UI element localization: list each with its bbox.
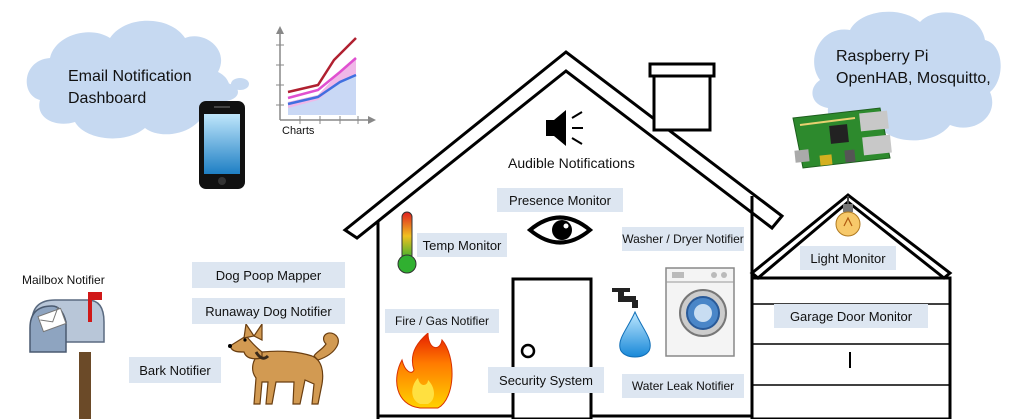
email-notification-text: Email Notification [68,68,192,85]
raspberry-pi-text: Raspberry Pi [836,48,929,65]
line-chart-icon [276,26,376,124]
left-cloud [26,20,249,139]
washer-dryer-notifier-label: Washer / Dryer Notifier [622,227,744,251]
charts-caption: Charts [282,125,315,137]
bark-notifier-label: Bark Notifier [129,357,221,383]
thermometer-icon [397,211,417,274]
water-leak-notifier-label: Water Leak Notifier [622,374,744,398]
audible-notifications-text: Audible Notifications [508,155,635,171]
front-door [511,277,593,419]
right-cloud-text: Raspberry Pi OpenHAB, Mosquitto, [836,46,991,90]
garage-door-monitor-label: Garage Door Monitor [774,304,928,328]
openhab-mosquitto-text: OpenHAB, Mosquitto, [836,70,991,87]
washing-machine-icon [665,267,735,357]
faucet-icon [612,288,638,308]
light-monitor-label: Light Monitor [800,246,896,270]
water-drop-icon [619,310,651,358]
eye-icon [526,215,594,245]
dashboard-text: Dashboard [68,90,147,107]
presence-monitor-label: Presence Monitor [497,188,623,212]
temp-monitor-label: Temp Monitor [417,233,507,257]
mailbox-icon [29,292,105,419]
dog-poop-mapper-label: Dog Poop Mapper [192,262,345,288]
security-system-label: Security System [488,367,604,393]
speaker-icon [546,110,583,146]
runaway-dog-notifier-label: Runaway Dog Notifier [192,298,345,324]
fire-icon [396,331,453,409]
smartphone-icon [199,101,245,189]
left-cloud-text: Email Notification Dashboard [68,66,192,110]
light-bulb-icon [835,196,861,237]
fire-gas-notifier-label: Fire / Gas Notifier [385,309,499,333]
right-cloud [812,11,1001,141]
dog-icon [228,322,339,405]
raspberry-pi-board-icon [792,107,892,169]
mailbox-notifier-text: Mailbox Notifier [22,273,105,287]
